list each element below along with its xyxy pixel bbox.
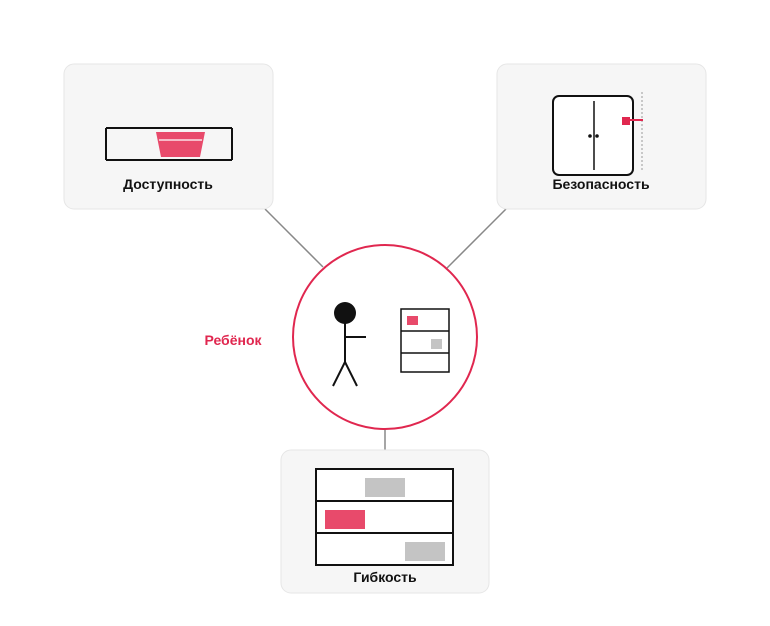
card-safety: Безопасность <box>496 63 707 210</box>
child-figure-icon <box>332 302 366 387</box>
card-flexibility: Гибкость <box>280 449 490 594</box>
connector-safety <box>446 208 507 269</box>
small-shelf-icon <box>400 308 450 373</box>
center-circle <box>292 244 478 430</box>
center-label: Ребёнок <box>204 332 262 348</box>
shelf-with-basket-icon <box>105 127 233 161</box>
center-node <box>292 244 478 430</box>
cabinet-with-lock-icon <box>552 92 643 176</box>
shelving-unit-icon <box>315 468 454 566</box>
card-accessibility-label: Доступность <box>123 176 213 192</box>
card-flexibility-label: Гибкость <box>353 569 417 585</box>
connector-accessibility <box>264 208 324 268</box>
card-accessibility: Доступность <box>63 63 274 210</box>
card-safety-label: Безопасность <box>552 176 650 192</box>
